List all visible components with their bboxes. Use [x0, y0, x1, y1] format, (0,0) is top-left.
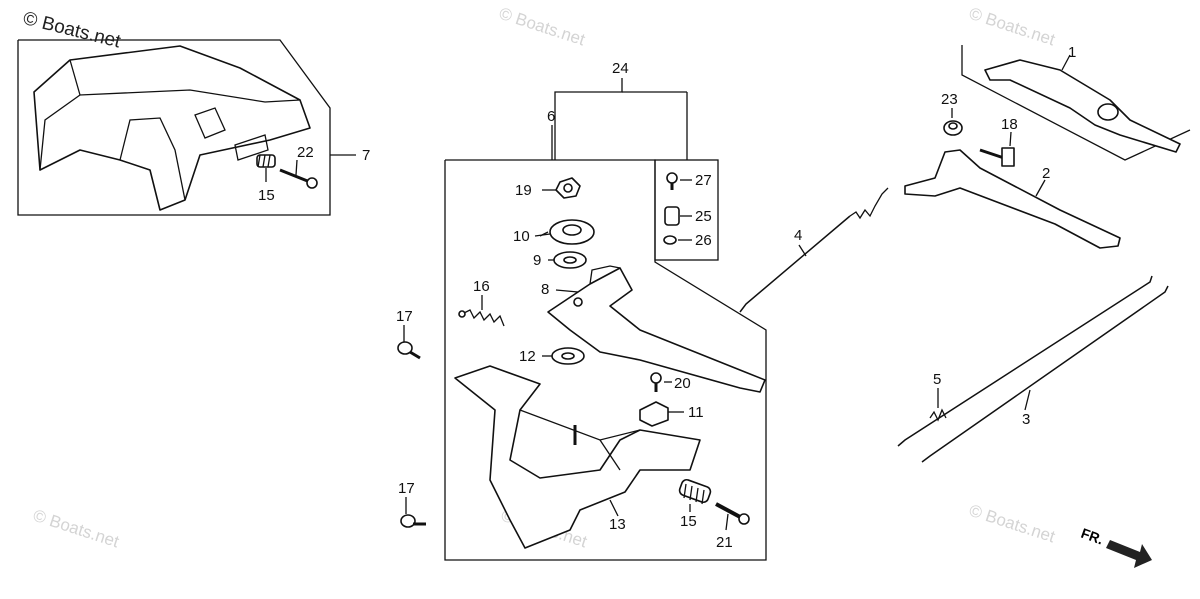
bolt-22: [279, 168, 318, 189]
spring-16: [458, 309, 505, 327]
front-arrow-icon: [1106, 540, 1152, 568]
cover-tab: [234, 134, 269, 161]
leader-22: [295, 159, 298, 176]
group-outline-7: [17, 39, 331, 216]
callout-21: 21: [716, 534, 733, 551]
callout-15-right: 15: [680, 513, 697, 530]
callout-11: 11: [688, 404, 704, 421]
callout-17-upper: 17: [396, 308, 413, 325]
governor-rod-4: [739, 187, 889, 313]
callout-8: 8: [541, 281, 549, 298]
cover-clip: [194, 107, 226, 139]
joint-25: [664, 206, 680, 226]
watermark: © Boats.net: [31, 506, 122, 552]
cover-edge: [69, 59, 301, 103]
group-outline-24: [654, 159, 719, 261]
spring-5: [929, 408, 947, 422]
watermark: © Boats.net: [967, 4, 1058, 50]
callout-20: 20: [674, 375, 691, 392]
leader-2: [1035, 179, 1046, 197]
leader-8: [555, 289, 579, 293]
callout-1: 1: [1068, 44, 1076, 61]
callout-23: 23: [941, 91, 958, 108]
grommet-23: [943, 120, 963, 136]
callout-19: 19: [515, 182, 532, 199]
callout-labels: 1 2 3 4 5 6 7 8 9 10 11 12 13 15 15 16 1…: [258, 44, 1076, 551]
governor-arm-8: [547, 267, 766, 393]
leader-3: [1024, 389, 1031, 411]
bracket-edge: [599, 439, 621, 471]
callout-26: 26: [695, 232, 712, 249]
bolt-21: [715, 502, 750, 525]
washer-12: [551, 347, 585, 365]
clip-11: [639, 401, 669, 427]
control-lever-2: [904, 149, 1121, 249]
callout-2: 2: [1042, 165, 1050, 182]
callout-10: 10: [513, 228, 530, 245]
leader-18: [1009, 131, 1012, 147]
callout-15-left: 15: [258, 187, 275, 204]
bolt-17-upper: [397, 341, 421, 360]
cover-edge: [119, 117, 186, 201]
bolt-18: [979, 147, 1015, 167]
arm-hole: [573, 297, 583, 307]
cover-group: [17, 39, 356, 216]
callout-6: 6: [547, 108, 555, 125]
governor-cover: [33, 45, 311, 211]
governor-bracket-13: [454, 365, 701, 549]
cover-edge: [39, 94, 81, 171]
throttle-rod-3: [897, 275, 1169, 463]
callout-4: 4: [794, 227, 802, 244]
bolt-20: [650, 372, 662, 392]
callout-16: 16: [473, 278, 490, 295]
callout-12: 12: [519, 348, 536, 365]
bolt-17-lower: [400, 514, 426, 528]
callout-13: 13: [609, 516, 626, 533]
callout-5: 5: [933, 371, 941, 388]
callout-17-lower: 17: [398, 480, 415, 497]
leader-21: [725, 513, 729, 531]
arm-tab: [589, 265, 621, 285]
callout-24: 24: [612, 60, 629, 77]
clip-26: [663, 235, 677, 245]
bolt-27: [666, 172, 678, 190]
callout-9: 9: [533, 252, 541, 269]
lever-pivot: [1097, 103, 1119, 121]
watermark: © Boats.net: [967, 501, 1058, 547]
nut-19: [555, 177, 581, 199]
callout-18: 18: [1001, 116, 1018, 133]
bracket-24: [554, 78, 623, 160]
control-lever-group: [961, 45, 1191, 161]
front-label: FR.: [1079, 525, 1106, 548]
spring-15-left: [256, 154, 276, 168]
callout-25: 25: [695, 208, 712, 225]
callout-7: 7: [362, 147, 370, 164]
leader-4: [798, 244, 807, 257]
callout-3: 3: [1022, 411, 1030, 428]
leader-10: [534, 233, 551, 237]
leader-13: [609, 499, 619, 517]
control-lever-1: [984, 59, 1181, 153]
callout-27: 27: [695, 172, 712, 189]
spring-15-right: [678, 478, 712, 505]
governor-arm-group: [444, 78, 767, 561]
leader-1: [1061, 54, 1071, 71]
front-direction-indicator: FR.: [1079, 525, 1152, 568]
watermark: © Boats.net: [497, 4, 588, 50]
washer-9: [553, 251, 587, 269]
arm-plate-10: [539, 219, 595, 245]
callout-22: 22: [297, 144, 314, 161]
bracket-edge: [519, 409, 641, 441]
